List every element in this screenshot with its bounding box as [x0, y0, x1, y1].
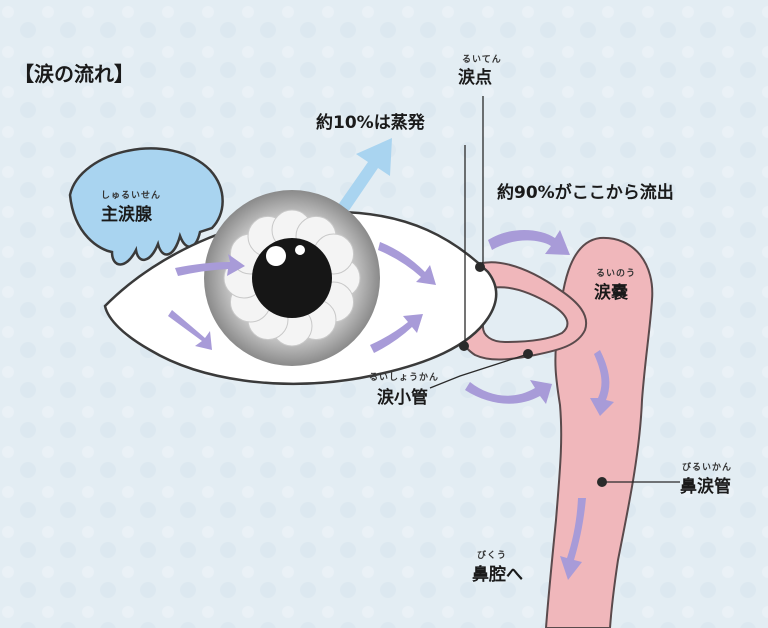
diagram-title: 【涙の流れ】: [14, 62, 134, 86]
evaporation-label: 約10%は蒸発: [316, 113, 425, 133]
canaliculus-ruby: るいしょうかん: [369, 373, 440, 383]
duct-label: 鼻涙管: [680, 477, 731, 497]
canaliculus-label: 涙小管: [377, 388, 428, 408]
main-gland-label: 主涙腺: [101, 205, 152, 225]
punctum-label: 涙点: [458, 68, 492, 88]
outflow-arrows: [465, 230, 614, 580]
duct-ruby: びるいかん: [682, 463, 733, 473]
punctum-ruby: るいてん: [462, 55, 502, 65]
evaporation-arrow: [338, 138, 392, 212]
sac-label: 涙嚢: [594, 283, 628, 303]
nasal-cavity-label: 鼻腔へ: [472, 565, 523, 585]
tear-flow-arrows: [168, 242, 436, 353]
sac-ruby: るいのう: [596, 269, 637, 279]
iris: [204, 190, 380, 366]
marker-dots: [459, 262, 607, 487]
nasal-cavity-ruby: びくう: [477, 551, 507, 561]
outflow-label: 約90%がここから流出: [497, 183, 674, 203]
main-lacrimal-gland: [68, 147, 224, 266]
leader-lines: [429, 96, 680, 483]
main-gland-ruby: しゅるいせん: [101, 191, 162, 201]
